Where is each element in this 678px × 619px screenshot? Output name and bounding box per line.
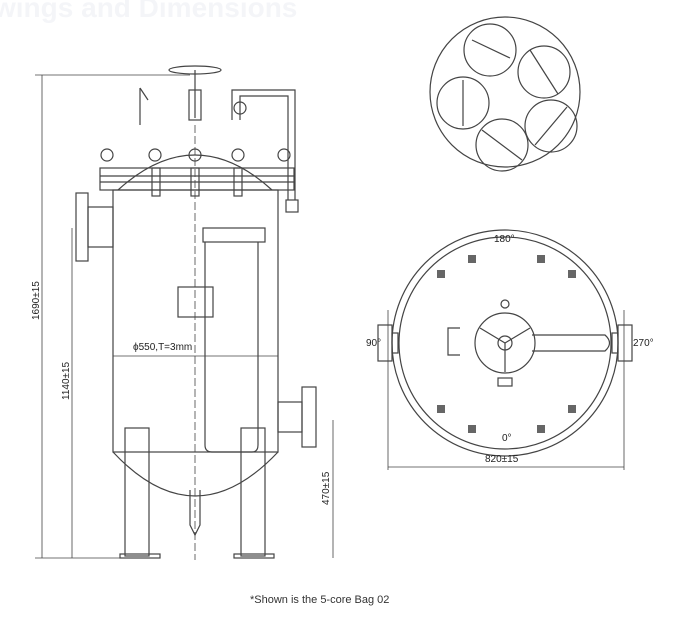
diameter-dimension: ϕ550,T=3mm [133, 342, 193, 353]
overall-height-dimension: 1690±15 [31, 281, 42, 320]
dimension-lines [35, 74, 625, 559]
caption: *Shown is the 5-core Bag 02 [250, 594, 390, 606]
angle-90-label: 90° [366, 338, 382, 349]
outlet-height-dimension: 470±15 [321, 471, 332, 505]
section-heading: wings and Dimensions [0, 0, 298, 23]
cartridge-layout-view [429, 16, 581, 172]
angle-270-label: 270° [633, 338, 654, 349]
angle-0-label: 0° [502, 433, 512, 444]
inlet-height-dimension: 1140±15 [61, 361, 72, 400]
width-dimension: 820±15 [485, 454, 519, 465]
top-view [377, 229, 633, 457]
angle-180-label: 180° [494, 234, 515, 245]
side-view [75, 65, 317, 560]
